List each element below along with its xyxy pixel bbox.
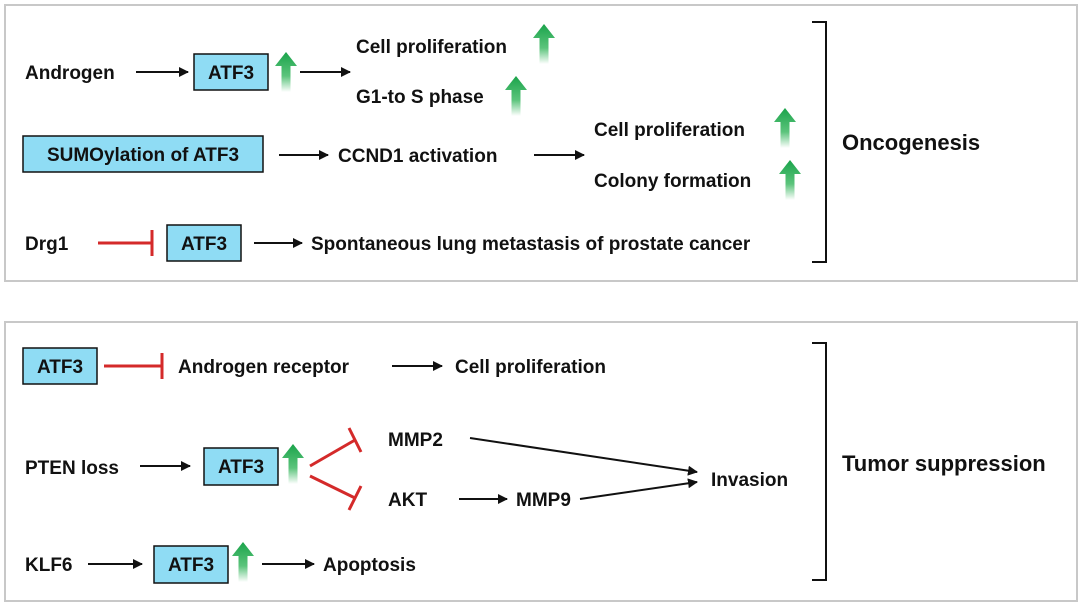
cell-proliferation-label: Cell proliferation (455, 357, 606, 378)
invasion-label: Invasion (711, 470, 788, 491)
upregulation-arrow-icon (533, 24, 555, 64)
atf3-label: ATF3 (208, 63, 254, 84)
atf3-label: ATF3 (37, 357, 83, 378)
pten-loss-label: PTEN loss (25, 458, 119, 479)
inhibition-line (309, 474, 356, 500)
apoptosis-label: Apoptosis (323, 555, 416, 576)
upregulation-arrow-icon (275, 52, 297, 92)
upregulation-arrow-icon (774, 108, 796, 148)
ccnd1-activation-label: CCND1 activation (338, 146, 497, 167)
activation-arrow (469, 437, 698, 476)
klf6-label: KLF6 (25, 555, 73, 576)
atf3-box (166, 224, 242, 262)
mmp9-label: MMP9 (516, 490, 571, 511)
tumor-suppression-bracket (812, 342, 827, 581)
inhibition-line (309, 438, 356, 468)
inhibition-bar (347, 485, 363, 511)
upregulation-arrow-icon (282, 444, 304, 484)
atf3-box (22, 347, 98, 385)
oncogenesis-label: Oncogenesis (842, 130, 980, 155)
lung-metastasis-label: Spontaneous lung metastasis of prostate … (311, 234, 751, 255)
atf3-box (193, 53, 269, 91)
atf3-box (153, 545, 229, 584)
tumor-suppression-label: Tumor suppression (842, 451, 1046, 476)
upregulation-arrow-icon (505, 76, 527, 116)
drg1-label: Drg1 (25, 234, 69, 255)
atf3-box (203, 447, 279, 486)
g1-s-phase-label: G1-to S phase (356, 87, 484, 108)
activation-arrow (579, 478, 698, 500)
atf3-label: ATF3 (181, 234, 227, 255)
androgen-receptor-label: Androgen receptor (178, 357, 350, 378)
atf3-label: ATF3 (218, 457, 264, 478)
colony-formation-label: Colony formation (594, 171, 751, 192)
cell-proliferation-label: Cell proliferation (356, 37, 507, 58)
sumoylation-label: SUMOylation of ATF3 (47, 145, 239, 166)
cell-proliferation-label: Cell proliferation (594, 120, 745, 141)
atf3-label: ATF3 (168, 555, 214, 576)
sumoylation-box (22, 135, 264, 173)
upregulation-arrow-icon (232, 542, 254, 582)
androgen-label: Androgen (25, 63, 115, 84)
akt-label: AKT (388, 490, 427, 511)
oncogenesis-bracket (812, 21, 827, 263)
upregulation-arrow-icon (779, 160, 801, 200)
mmp2-label: MMP2 (388, 430, 443, 451)
inhibition-bar (347, 427, 363, 453)
